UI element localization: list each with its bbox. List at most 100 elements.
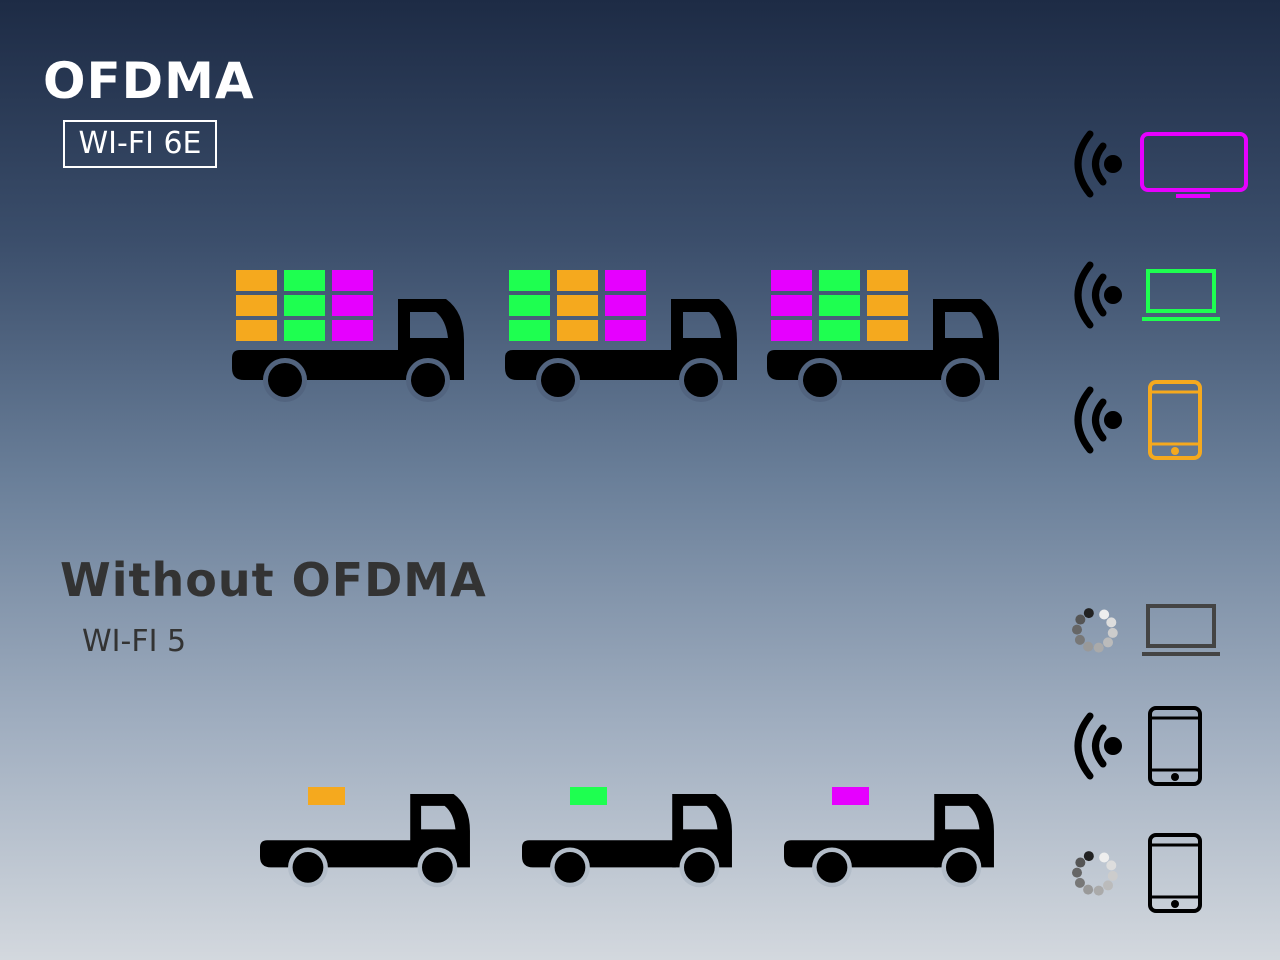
truck-wheel	[541, 363, 575, 397]
truck-wheel	[683, 851, 715, 883]
screen	[1140, 132, 1248, 192]
truck-bed	[260, 840, 414, 868]
home-button	[1171, 773, 1179, 781]
wifi-signal-icon	[1074, 712, 1122, 780]
data-packet	[557, 320, 598, 341]
data-packet	[557, 295, 598, 316]
truck-bed	[784, 840, 938, 868]
data-packet	[867, 320, 908, 341]
data-packet	[819, 270, 860, 291]
body	[1148, 706, 1202, 786]
truck-cab	[671, 299, 737, 380]
truck-cab	[934, 794, 994, 868]
spinner-dot	[1072, 867, 1083, 878]
loading-spinner-icon	[1072, 851, 1118, 896]
truck-wheel	[292, 851, 324, 883]
legacy-truck	[522, 794, 732, 888]
spinner-dot	[1074, 877, 1085, 888]
dot	[1104, 155, 1122, 173]
spinner-dot	[1072, 624, 1083, 635]
truck-bed	[232, 350, 402, 380]
wave	[1092, 724, 1107, 768]
data-packet	[308, 787, 345, 805]
wave	[1074, 712, 1094, 780]
stand	[1176, 194, 1210, 198]
truck-cab	[410, 794, 470, 868]
ofdma-title: OFDMA	[43, 52, 255, 110]
ofdma-truck	[505, 270, 737, 402]
data-packet	[605, 295, 646, 316]
truck-cab	[398, 299, 464, 380]
data-packet	[236, 320, 277, 341]
spinner-dot	[1083, 884, 1094, 895]
truck-wheel	[411, 363, 445, 397]
data-packet	[236, 270, 277, 291]
spinner-dot	[1083, 608, 1094, 619]
data-packet	[509, 270, 550, 291]
spinner-dot	[1093, 885, 1104, 896]
base	[1142, 317, 1220, 321]
laptop-device-icon	[1142, 269, 1220, 321]
data-packet	[557, 270, 598, 291]
spinner-dot	[1107, 627, 1118, 638]
data-packet	[284, 270, 325, 291]
spinner-dot	[1099, 609, 1110, 620]
legacy-truck	[260, 794, 470, 888]
phone-device-icon	[1148, 833, 1202, 913]
data-packet	[605, 270, 646, 291]
data-packet	[832, 787, 869, 805]
wave	[1092, 273, 1107, 317]
data-packet	[867, 295, 908, 316]
without-ofdma-title: Without OFDMA	[60, 553, 487, 607]
phone-device-icon	[1148, 380, 1202, 460]
data-packet	[771, 320, 812, 341]
data-packet	[819, 295, 860, 316]
truck-wheel	[945, 851, 977, 883]
spinner-dot	[1074, 634, 1085, 645]
spinner-dot	[1106, 860, 1117, 871]
screen	[1146, 604, 1216, 648]
truck-bed	[767, 350, 937, 380]
truck-wheel	[816, 851, 848, 883]
spinner-dot	[1103, 637, 1114, 648]
dot	[1104, 411, 1122, 429]
data-packet	[332, 320, 373, 341]
truck-bed	[505, 350, 675, 380]
spinner-dot	[1083, 641, 1094, 652]
screen	[1146, 269, 1216, 313]
truck-wheel	[946, 363, 980, 397]
data-packet	[236, 295, 277, 316]
wave	[1074, 261, 1094, 329]
spinner-dot	[1083, 851, 1094, 862]
spinner-dot	[1103, 880, 1114, 891]
truck-bed	[522, 840, 676, 868]
ofdma-truck	[767, 270, 999, 402]
truck-wheel	[684, 363, 718, 397]
phone-device-icon	[1148, 706, 1202, 786]
base	[1142, 652, 1220, 656]
wifi6e-badge: WI-FI 6E	[63, 120, 217, 168]
spinner-dot	[1093, 642, 1104, 653]
data-packet	[332, 295, 373, 316]
truck-wheel	[554, 851, 586, 883]
data-packet	[509, 320, 550, 341]
laptop-device-icon	[1142, 604, 1220, 656]
truck-wheel	[421, 851, 453, 883]
data-packet	[570, 787, 607, 805]
wave	[1092, 398, 1107, 442]
wave	[1074, 130, 1094, 198]
wifi-signal-icon	[1074, 386, 1122, 454]
spinner-dot	[1107, 870, 1118, 881]
wave	[1092, 142, 1107, 186]
data-packet	[819, 320, 860, 341]
wave	[1074, 386, 1094, 454]
home-button	[1171, 900, 1179, 908]
dot	[1104, 286, 1122, 304]
truck-wheel	[803, 363, 837, 397]
home-button	[1171, 447, 1179, 455]
data-packet	[771, 295, 812, 316]
data-packet	[867, 270, 908, 291]
data-packet	[332, 270, 373, 291]
ofdma-truck	[232, 270, 464, 402]
